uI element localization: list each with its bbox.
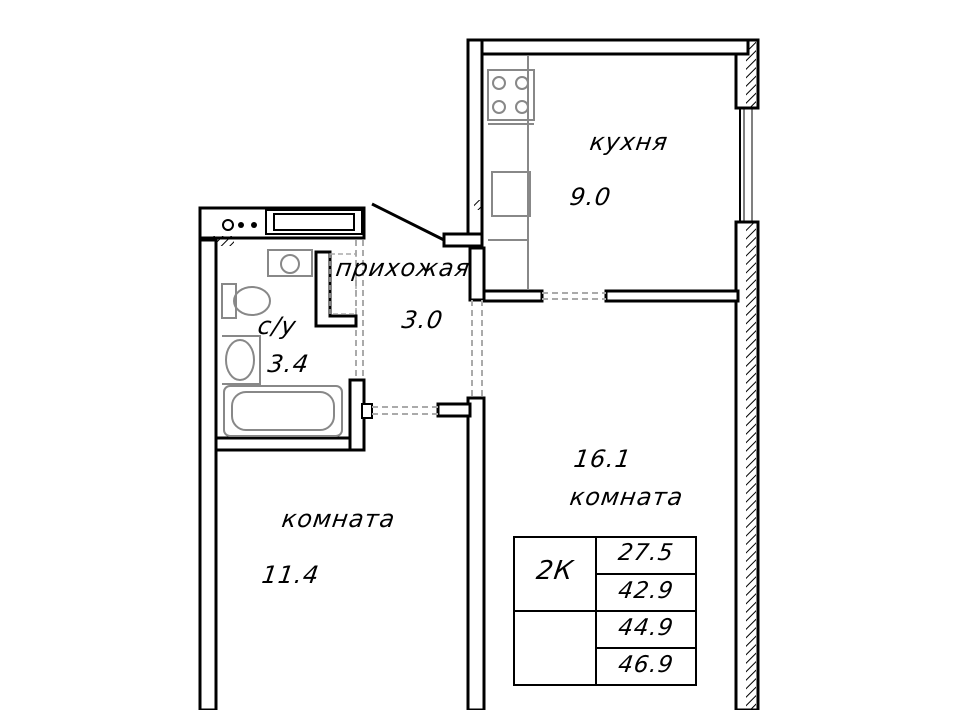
kitchen-fixtures xyxy=(487,56,535,290)
area-value-3: 44.9 xyxy=(616,615,676,641)
exterior-wall-right xyxy=(734,38,760,710)
kitchen-left-wall xyxy=(442,38,486,302)
left-wall xyxy=(198,238,218,710)
bathroom-walls xyxy=(214,240,438,452)
area-value-2: 42.9 xyxy=(616,578,676,604)
bathroom-top-wall xyxy=(198,206,366,246)
apartment-type: 2К xyxy=(534,556,576,586)
kitchen-area: 9.0 xyxy=(568,183,614,211)
entry-door xyxy=(371,202,445,242)
area-value-1: 27.5 xyxy=(616,540,676,566)
kitchen-bottom-wall xyxy=(482,289,740,303)
hallway-name: прихожая xyxy=(334,254,473,282)
room-right-area: 16.1 xyxy=(572,445,634,473)
kitchen-name: кухня xyxy=(588,128,670,156)
area-value-4: 46.9 xyxy=(616,652,676,678)
hallway-area: 3.0 xyxy=(400,306,446,334)
bathroom-name: с/у xyxy=(256,312,299,340)
room-left-name: комната xyxy=(280,505,398,533)
summary-table xyxy=(513,536,697,686)
room-partition-wall xyxy=(436,300,486,710)
room-left-area: 11.4 xyxy=(260,561,322,589)
kitchen-top-wall xyxy=(466,38,750,56)
room-right-name: комната xyxy=(568,483,686,511)
bathroom-fixtures xyxy=(221,249,343,437)
bathroom-area: 3.4 xyxy=(266,350,312,378)
